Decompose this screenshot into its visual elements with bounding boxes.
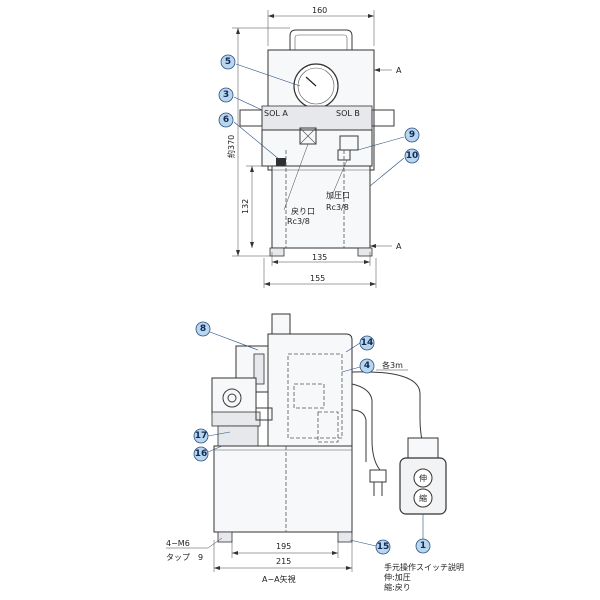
foot-right xyxy=(357,247,373,257)
label-sol-b: SOL B xyxy=(336,109,360,118)
balloon-10 xyxy=(404,148,420,164)
dim-height-total: 約370 xyxy=(226,135,236,158)
manifold-side xyxy=(211,411,261,427)
foot-right-side xyxy=(337,531,353,543)
label-return-thread: Rc3/8 xyxy=(287,217,310,226)
extend-button xyxy=(413,468,433,488)
tap-spec-line-1: 4−M6 xyxy=(166,539,190,548)
section-mark-bottom: A xyxy=(396,242,402,251)
section-mark-top: A xyxy=(396,66,402,75)
tap-spec-line-2: タップ 9 xyxy=(166,553,203,562)
label-return-port: 戻り口 xyxy=(291,206,315,216)
balloon-5 xyxy=(220,54,236,70)
cable-2 xyxy=(351,409,367,462)
carry-handle-inner xyxy=(294,34,348,60)
valve-block xyxy=(261,105,373,131)
balloon-8-label: 8 xyxy=(200,324,206,334)
solenoid-coil-face xyxy=(222,388,242,408)
dim-tank-height: 132 xyxy=(241,199,250,214)
switch-note-extend: 伸:加圧 xyxy=(384,572,411,582)
cable-length-label: 各3m xyxy=(382,360,403,370)
gauge-needle xyxy=(305,76,317,87)
carry-handle xyxy=(289,29,353,60)
balloon-6 xyxy=(218,112,234,128)
valve-base-side xyxy=(217,425,259,449)
dim-base-width-side: 215 xyxy=(276,557,291,566)
balloon-16 xyxy=(193,446,209,462)
balloon-8 xyxy=(195,321,211,337)
foot-left-side xyxy=(217,531,233,543)
label-sol-a: SOL A xyxy=(264,109,288,118)
balloon-4 xyxy=(359,358,375,374)
balloon-9-label: 9 xyxy=(409,130,415,140)
dim-inner-width: 135 xyxy=(312,253,327,262)
switch-note-title: 手元操作スイッチ説明 xyxy=(384,562,464,572)
side-view: 伸 縮 195 215 4−M6 タップ 9 各3m A−A矢視 手元操作スイッ… xyxy=(166,313,464,592)
foot-left xyxy=(269,247,285,257)
balloon-17 xyxy=(193,428,209,444)
balloon-15-label: 15 xyxy=(377,542,390,552)
label-pressure-thread: Rc3/8 xyxy=(326,203,349,212)
oil-tank-side xyxy=(213,445,353,533)
balloon-5-label: 5 xyxy=(225,57,231,67)
dim-width-top: 160 xyxy=(312,6,327,15)
balloon-4-label: 4 xyxy=(364,361,370,371)
balloon-10-label: 10 xyxy=(406,151,419,161)
pendant-strain-relief xyxy=(407,437,439,461)
front-view: 160 約370 132 135 155 SOL A SOL B A A 戻り口… xyxy=(218,6,420,288)
pressure-gauge-dial xyxy=(297,67,335,105)
balloon-17-label: 17 xyxy=(195,431,208,441)
hidden-motor xyxy=(287,353,343,439)
oil-tank xyxy=(271,165,371,249)
pendant-cable xyxy=(351,371,423,441)
balloon-3-label: 3 xyxy=(223,90,229,100)
extend-button-label: 伸 xyxy=(419,473,427,483)
retract-button xyxy=(413,488,433,508)
balloon-9 xyxy=(404,127,420,143)
view-title: A−A矢視 xyxy=(262,574,296,584)
switch-note-retract: 縮:戻り xyxy=(384,582,411,592)
balloon-14-label: 14 xyxy=(361,338,374,348)
retract-button-label: 縮 xyxy=(419,493,427,503)
relief-knob xyxy=(276,158,286,168)
breather-cap xyxy=(271,313,291,335)
balloon-14 xyxy=(359,335,375,351)
plug-body xyxy=(369,469,387,483)
port-fitting-side xyxy=(255,407,273,421)
balloon-1 xyxy=(415,538,431,554)
balloon-6-label: 6 xyxy=(223,115,229,125)
balloon-3 xyxy=(218,87,234,103)
balloon-1-label: 1 xyxy=(420,541,426,551)
solenoid-coil-side xyxy=(211,377,257,415)
solenoid-connector xyxy=(253,353,265,385)
solenoid-b-coil xyxy=(371,109,395,127)
dim-base-width: 155 xyxy=(310,274,325,283)
power-cable xyxy=(351,383,381,471)
motor-block-side xyxy=(267,333,353,447)
label-pressure-port: 加圧口 xyxy=(326,190,350,200)
dim-inner-width-side: 195 xyxy=(276,542,291,551)
solenoid-a-coil xyxy=(239,109,263,127)
balloon-15 xyxy=(375,539,391,555)
balloon-16-label: 16 xyxy=(195,449,208,459)
